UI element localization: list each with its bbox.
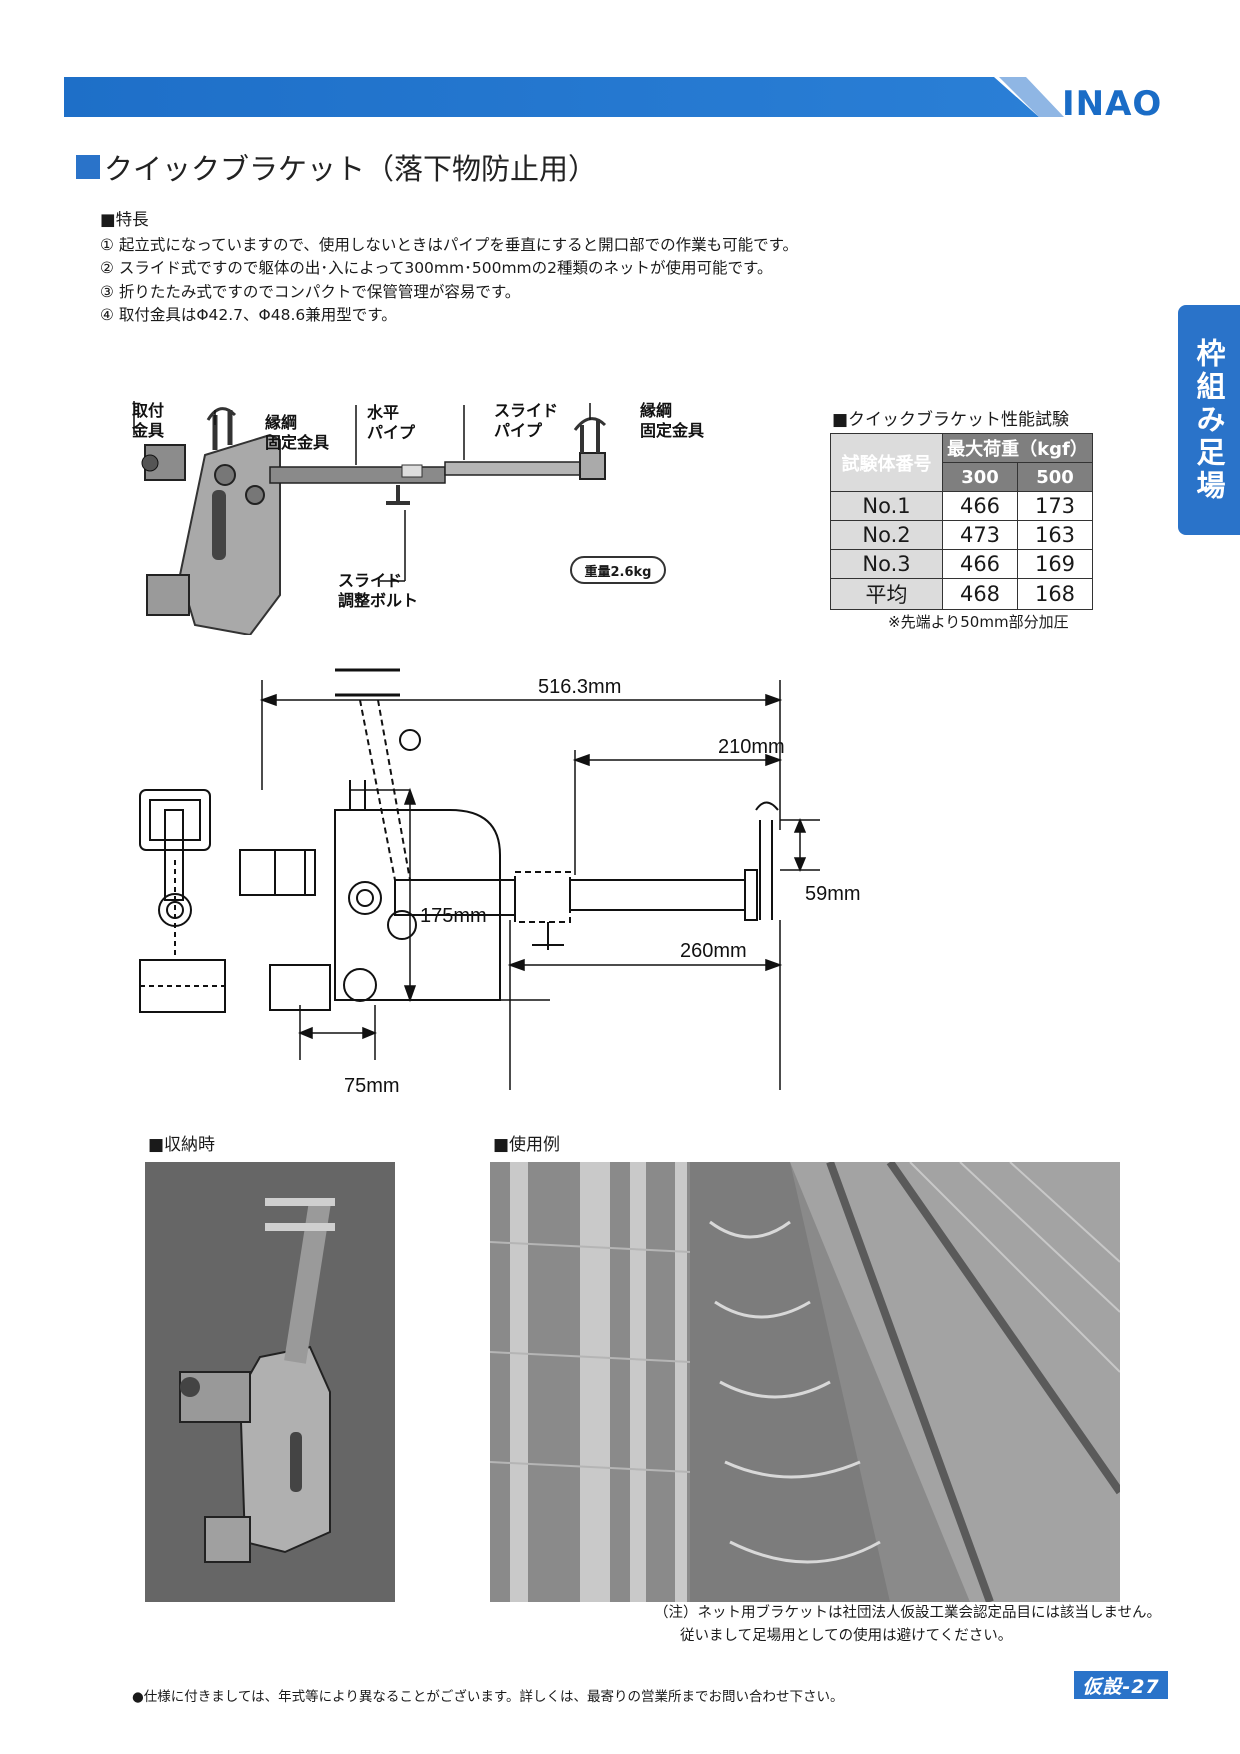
label-slide-pipe: スライド パイプ	[494, 401, 559, 440]
cell-300: 468	[942, 578, 1018, 610]
usage-note-line2: 従いまして足場用としての使用は避けてください。	[680, 1628, 1013, 1644]
usage-note: （注）ネット用ブラケットは社団法人仮設工業会認定品目には該当しません。 従いまし…	[654, 1602, 1161, 1648]
side-tab-label: 枠組み足場	[1192, 337, 1226, 503]
dim-slide: 210mm	[718, 736, 785, 758]
row-label: 平均	[830, 578, 943, 610]
dim-overall: 516.3mm	[538, 676, 621, 698]
table-row: No.3 466 169	[830, 549, 1093, 579]
footer-note: ●仕様に付きましては、年式等により異なることがございます。詳しくは、最寄りの営業…	[132, 1689, 844, 1705]
feature-item: ② スライド式ですので躯体の出･入によって300mm･500mmの2種類のネット…	[100, 259, 773, 277]
row-label: No.1	[830, 491, 943, 521]
table-row: 平均 468 168	[830, 578, 1093, 610]
cell-300: 466	[942, 549, 1018, 579]
dimension-drawing: 516.3mm 210mm 175mm 59mm 260mm 75mm	[139, 668, 861, 1097]
feature-item: ④ 取付金具はΦ42.7、Φ48.6兼用型です。	[100, 306, 397, 324]
cell-300: 473	[942, 520, 1018, 550]
stored-photo	[145, 1162, 395, 1602]
cell-500: 168	[1017, 578, 1093, 610]
header-load: 最大荷重（kgf）	[942, 433, 1093, 463]
label-edge-net-left: 縁綱 固定金具	[265, 413, 330, 452]
perf-table-caption: ■クイックブラケット性能試験	[832, 410, 1070, 430]
feature-item: ① 起立式になっていますので、使用しないときはパイプを垂直にすると開口部での作業…	[100, 235, 799, 254]
dim-base: 75mm	[344, 1075, 400, 1097]
page-number: 仮設-27	[1074, 1671, 1168, 1699]
header-500: 500	[1017, 462, 1093, 492]
header-specimen: 試験体番号	[830, 433, 943, 492]
header-300: 300	[942, 462, 1018, 492]
row-label: No.3	[830, 549, 943, 579]
dim-pipe: 260mm	[680, 940, 747, 962]
brand-logo: INAO	[1062, 84, 1163, 124]
cell-300: 466	[942, 491, 1018, 521]
product-photo	[133, 401, 607, 635]
perf-table-note: ※先端より50mm部分加圧	[888, 613, 1069, 631]
section-stored: ■収納時	[148, 1135, 216, 1155]
cell-500: 173	[1017, 491, 1093, 521]
label-edge-net-right: 縁綱 固定金具	[640, 401, 705, 440]
cell-500: 169	[1017, 549, 1093, 579]
perf-table: 試験体番号 最大荷重（kgf） 300 500 No.1 466 173 No.…	[830, 433, 1093, 610]
usage-photo	[490, 1162, 1120, 1602]
usage-note-line1: （注）ネット用ブラケットは社団法人仮設工業会認定品目には該当しません。	[654, 1605, 1162, 1621]
side-tab[interactable]: 枠組み足場	[1178, 305, 1240, 535]
page-title-text: クイックブラケット（落下物防止用）	[104, 152, 598, 186]
table-row: No.2 473 163	[830, 520, 1093, 550]
label-slide-bolt: スライド 調整ボルト	[338, 571, 419, 610]
dim-height: 175mm	[420, 905, 487, 927]
cell-500: 163	[1017, 520, 1093, 550]
header-bar	[64, 77, 1064, 117]
table-row: No.1 466 173	[830, 491, 1093, 521]
features-list: ■特長 ① 起立式になっていますので、使用しないときはパイプを垂直にすると開口部…	[100, 208, 798, 328]
label-mount: 取付 金具	[132, 401, 165, 440]
page-title: クイックブラケット（落下物防止用）	[76, 146, 597, 188]
feature-item: ③ 折りたたみ式ですのでコンパクトで保管管理が容易です。	[100, 282, 521, 301]
dim-end: 59mm	[805, 883, 861, 905]
section-usage: ■使用例	[493, 1135, 561, 1155]
weight-badge: 重量2.6kg	[570, 556, 666, 584]
title-square-icon	[76, 155, 100, 179]
row-label: No.2	[830, 520, 943, 550]
features-heading: ■特長	[100, 210, 149, 229]
label-horizontal-pipe: 水平 パイプ	[367, 403, 416, 442]
